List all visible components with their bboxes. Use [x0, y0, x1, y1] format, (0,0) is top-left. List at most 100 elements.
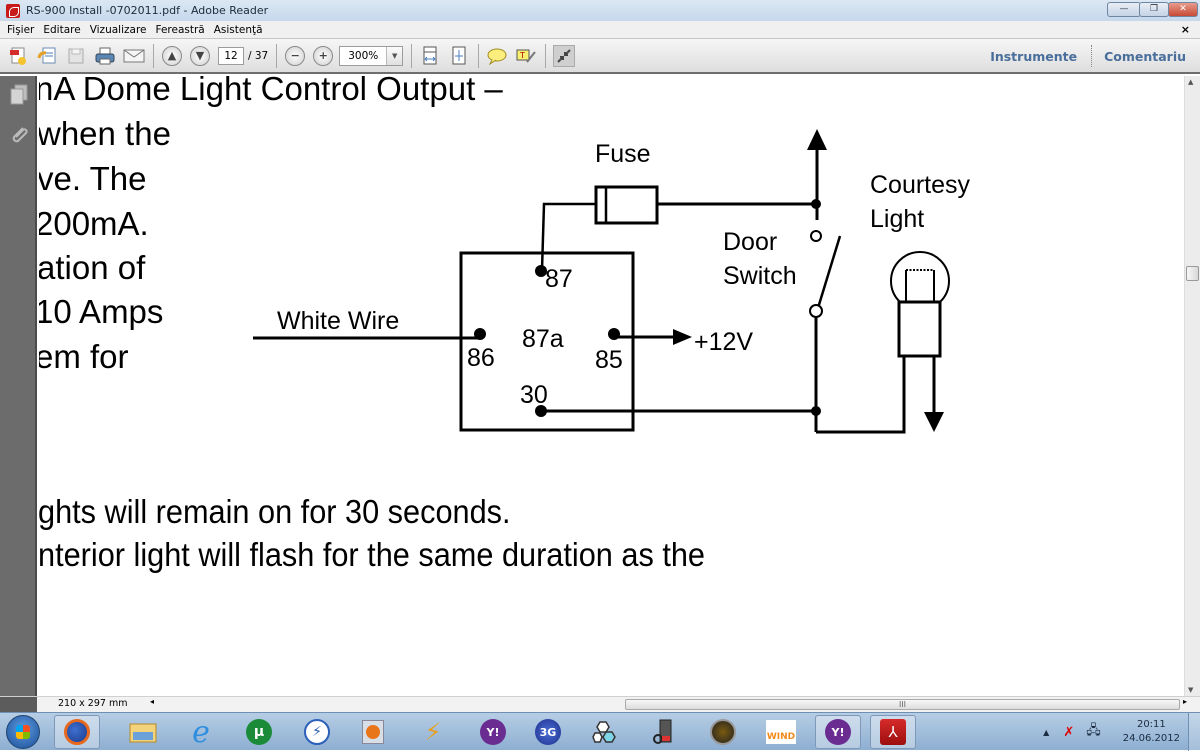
- body-text-line: ve. The: [39, 160, 147, 197]
- close-button[interactable]: ✕: [1168, 2, 1198, 17]
- power-disconnected-icon[interactable]: ✗: [1063, 724, 1075, 740]
- show-desktop-button[interactable]: [1188, 713, 1200, 751]
- pin-86-label: 86: [467, 344, 495, 372]
- taskbar-winamp[interactable]: ⚡: [410, 715, 456, 749]
- taskbar-utorrent[interactable]: µ: [236, 715, 282, 749]
- pin-87-dot: [535, 265, 547, 277]
- open-file-icon[interactable]: [36, 45, 58, 67]
- taskbar: e µ ⚡ ⚡ Y! 3G WIND Y! ⅄ ▲ ✗ 🖧 20:11 24.0…: [0, 712, 1200, 751]
- taskbar-internet-explorer[interactable]: e: [178, 714, 224, 750]
- document-view: nA Dome Light Control Output – when the …: [39, 76, 1184, 696]
- system-tray: ▲ ✗ 🖧 20:11 24.06.2012: [1043, 713, 1200, 751]
- comment-panel-button[interactable]: Comentariu: [1104, 48, 1186, 64]
- switch-label: Switch: [723, 262, 797, 290]
- switch-contact-top: [810, 230, 822, 242]
- next-page-button[interactable]: ▼: [190, 45, 210, 66]
- page-total: / 37: [248, 49, 269, 62]
- body-text-line: ation of: [39, 249, 146, 286]
- create-pdf-icon[interactable]: [7, 45, 29, 67]
- full-screen-icon[interactable]: [553, 44, 576, 67]
- junction-dot: [811, 199, 821, 209]
- save-icon[interactable]: [65, 45, 87, 67]
- yahoo-messenger-icon: Y!: [480, 719, 506, 745]
- comment-icon[interactable]: [486, 45, 508, 67]
- page-thumbnails-icon[interactable]: [9, 84, 28, 105]
- show-hidden-icons[interactable]: ▲: [1043, 727, 1050, 737]
- hexagon-app-icon: [592, 721, 616, 743]
- menu-bar: Fişier Editare Vizualizare Fereastră Asi…: [0, 21, 1200, 38]
- switch-blade: [816, 235, 842, 309]
- scroll-up-icon[interactable]: ▲: [1188, 78, 1194, 86]
- 3g-icon: 3G: [535, 719, 561, 745]
- taskbar-network-app[interactable]: [582, 715, 628, 749]
- taskbar-yahoo-messenger[interactable]: Y!: [470, 715, 516, 749]
- taskbar-explorer[interactable]: [120, 715, 166, 749]
- scroll-right-icon[interactable]: ▸: [1183, 697, 1188, 706]
- start-button[interactable]: [6, 715, 40, 749]
- taskbar-adobe-reader[interactable]: ⅄: [870, 715, 916, 749]
- scroll-down-icon[interactable]: ▼: [1188, 686, 1194, 694]
- arrow-12v: [673, 329, 692, 345]
- tools-panel-button[interactable]: Instrumente: [990, 48, 1078, 64]
- zoom-select[interactable]: 300% ▼: [339, 45, 404, 66]
- clock[interactable]: 20:11 24.06.2012: [1123, 718, 1180, 746]
- menu-edit[interactable]: Editare: [43, 23, 81, 36]
- fuse-label: Fuse: [595, 140, 651, 168]
- utorrent-icon: µ: [246, 719, 272, 745]
- menu-window[interactable]: Fereastră: [155, 23, 205, 36]
- winamp-icon: ⚡: [424, 718, 442, 746]
- wind-icon: WIND: [766, 720, 796, 744]
- taskbar-download-manager[interactable]: ⚡: [294, 715, 340, 749]
- switch-contact-bottom: [809, 304, 823, 318]
- voltage-label: +12V: [694, 328, 753, 356]
- window-title: RS-900 Install -0702011.pdf - Adobe Read…: [26, 4, 269, 17]
- arrow-ground: [924, 412, 944, 432]
- taskbar-wind[interactable]: WIND: [758, 715, 804, 749]
- zoom-value: 300%: [348, 49, 379, 62]
- fit-page-icon[interactable]: [448, 45, 470, 67]
- scroll-left-icon[interactable]: ◂: [150, 697, 155, 706]
- pin-85-label: 85: [595, 346, 623, 374]
- body-text-line: ghts will remain on for 30 seconds.: [39, 493, 511, 530]
- menu-view[interactable]: Vizualizare: [89, 23, 147, 36]
- chevron-down-icon[interactable]: ▼: [386, 46, 403, 65]
- highlight-text-icon[interactable]: T: [515, 45, 537, 67]
- lightning-icon: ⚡: [304, 719, 330, 745]
- zoom-out-button[interactable]: −: [285, 45, 306, 66]
- navigation-sidebar: [0, 76, 37, 696]
- network-icon[interactable]: 🖧: [1086, 723, 1101, 738]
- minimize-button[interactable]: —: [1107, 2, 1141, 17]
- print-icon[interactable]: [94, 45, 116, 67]
- page-number-input[interactable]: 12: [218, 46, 244, 65]
- relay-box: [459, 251, 635, 432]
- junction-dot: [811, 406, 821, 416]
- pin-85-dot: [608, 328, 620, 340]
- svg-text:T: T: [519, 51, 525, 60]
- pin-87a-label: 87a: [522, 325, 564, 353]
- zoom-in-button[interactable]: +: [313, 45, 334, 66]
- menu-file[interactable]: Fişier: [7, 23, 35, 36]
- vertical-scrollbar[interactable]: ▲ ▼: [1184, 76, 1200, 696]
- taskbar-media-player[interactable]: [350, 715, 396, 749]
- firefox-icon: [64, 719, 90, 745]
- menu-help[interactable]: Asistenţă: [213, 23, 263, 36]
- taskbar-speedometer[interactable]: [700, 715, 746, 749]
- fit-width-icon[interactable]: [419, 45, 441, 67]
- taskbar-pc-tool[interactable]: [640, 715, 686, 749]
- restore-button[interactable]: ❐: [1139, 2, 1169, 17]
- email-icon[interactable]: [123, 45, 145, 67]
- taskbar-3g-modem[interactable]: 3G: [525, 715, 571, 749]
- horizontal-scroll-thumb[interactable]: III: [625, 699, 1180, 710]
- speedometer-icon: [710, 719, 736, 745]
- toolbar-separator: [276, 43, 278, 68]
- taskbar-yahoo-messenger-active[interactable]: Y!: [815, 715, 861, 749]
- internet-explorer-icon: e: [192, 714, 210, 750]
- scroll-thumb[interactable]: [1186, 266, 1199, 281]
- taskbar-firefox[interactable]: [54, 715, 100, 749]
- lamp-base: [897, 300, 942, 358]
- attachments-icon[interactable]: [9, 124, 28, 144]
- close-document-icon[interactable]: ×: [1180, 23, 1190, 36]
- previous-page-button[interactable]: ▲: [162, 45, 182, 66]
- courtesy-label: Courtesy: [870, 171, 971, 199]
- body-text-line: em for: [39, 338, 129, 375]
